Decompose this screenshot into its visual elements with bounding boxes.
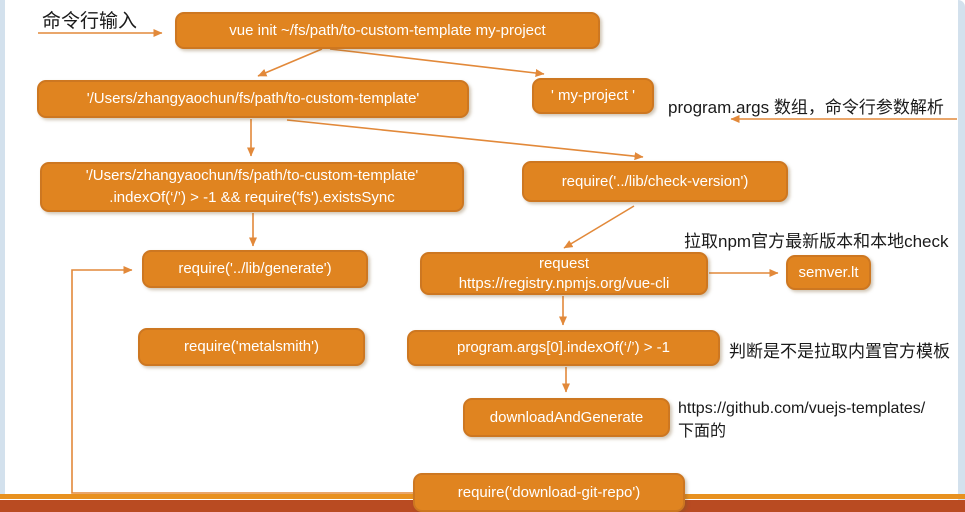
annotation-program-args-parse: program.args 数组，命令行参数解析 xyxy=(668,98,944,117)
slide-right-edge xyxy=(958,0,965,512)
node-program-args-check: program.args[0].indexOf(‘/’) > -1 xyxy=(407,330,720,366)
annotation-github-url: https://github.com/vuejs-templates/ xyxy=(678,400,926,417)
arrow-path-to-check-version xyxy=(286,119,644,161)
slide-left-edge xyxy=(0,0,5,496)
node-generate: require('../lib/generate') xyxy=(142,250,368,288)
node-download-and-generate: downloadAndGenerate xyxy=(463,398,670,437)
node-index-check: '/Users/zhangyaochun/fs/path/to-custom-t… xyxy=(40,162,464,212)
node-label: '/Users/zhangyaochun/fs/path/to-custom-t… xyxy=(86,90,420,107)
arrow-cmd-to-template-path xyxy=(257,48,323,77)
node-label-line1: request xyxy=(538,254,590,272)
node-label: vue init ~/fs/path/to-custom-template my… xyxy=(229,21,546,39)
node-my-project: ' my-project ' xyxy=(532,78,654,114)
node-check-version: require('../lib/check-version') xyxy=(522,161,788,202)
arrow-git-repo-to-generate xyxy=(71,266,413,494)
arrow-check-version-to-request xyxy=(563,205,635,249)
node-label: program.args[0].indexOf(‘/’) > -1 xyxy=(457,339,670,356)
annotation-cli-input: 命令行输入 xyxy=(42,11,138,32)
node-label-line2: .indexOf(‘/’) > -1 && require('fs').exis… xyxy=(109,189,395,206)
node-label: require('../lib/check-version') xyxy=(561,172,749,190)
node-request-registry: request https://registry.npmjs.org/vue-c… xyxy=(420,252,708,295)
annotation-npm-check: 拉取npm官方最新版本和本地check xyxy=(684,232,949,251)
node-label: require('metalsmith') xyxy=(184,338,319,355)
annotation-github-templates: https://github.com/vuejs-templates/ 下面的 xyxy=(678,397,963,443)
node-vue-init-cmd: vue init ~/fs/path/to-custom-template my… xyxy=(175,12,600,49)
node-label: ' my-project ' xyxy=(550,87,636,104)
annotation-judge-template: 判断是不是拉取内置官方模板 xyxy=(729,342,950,361)
node-semver-lt: semver.lt xyxy=(786,255,871,290)
annotation-github-below: 下面的 xyxy=(678,423,727,440)
node-download-git-repo: require('download-git-repo') xyxy=(413,473,685,512)
node-label: semver.lt xyxy=(798,263,859,281)
node-label-line2: https://registry.npmjs.org/vue-cli xyxy=(458,274,670,292)
node-metalsmith: require('metalsmith') xyxy=(138,328,365,366)
node-label: downloadAndGenerate xyxy=(489,408,644,426)
node-label: require('download-git-repo') xyxy=(457,483,641,501)
node-label: require('../lib/generate') xyxy=(178,260,332,277)
node-template-path: '/Users/zhangyaochun/fs/path/to-custom-t… xyxy=(37,80,469,118)
arrow-cmd-to-my-project xyxy=(329,48,545,77)
node-label-line1: '/Users/zhangyaochun/fs/path/to-custom-t… xyxy=(85,167,419,184)
